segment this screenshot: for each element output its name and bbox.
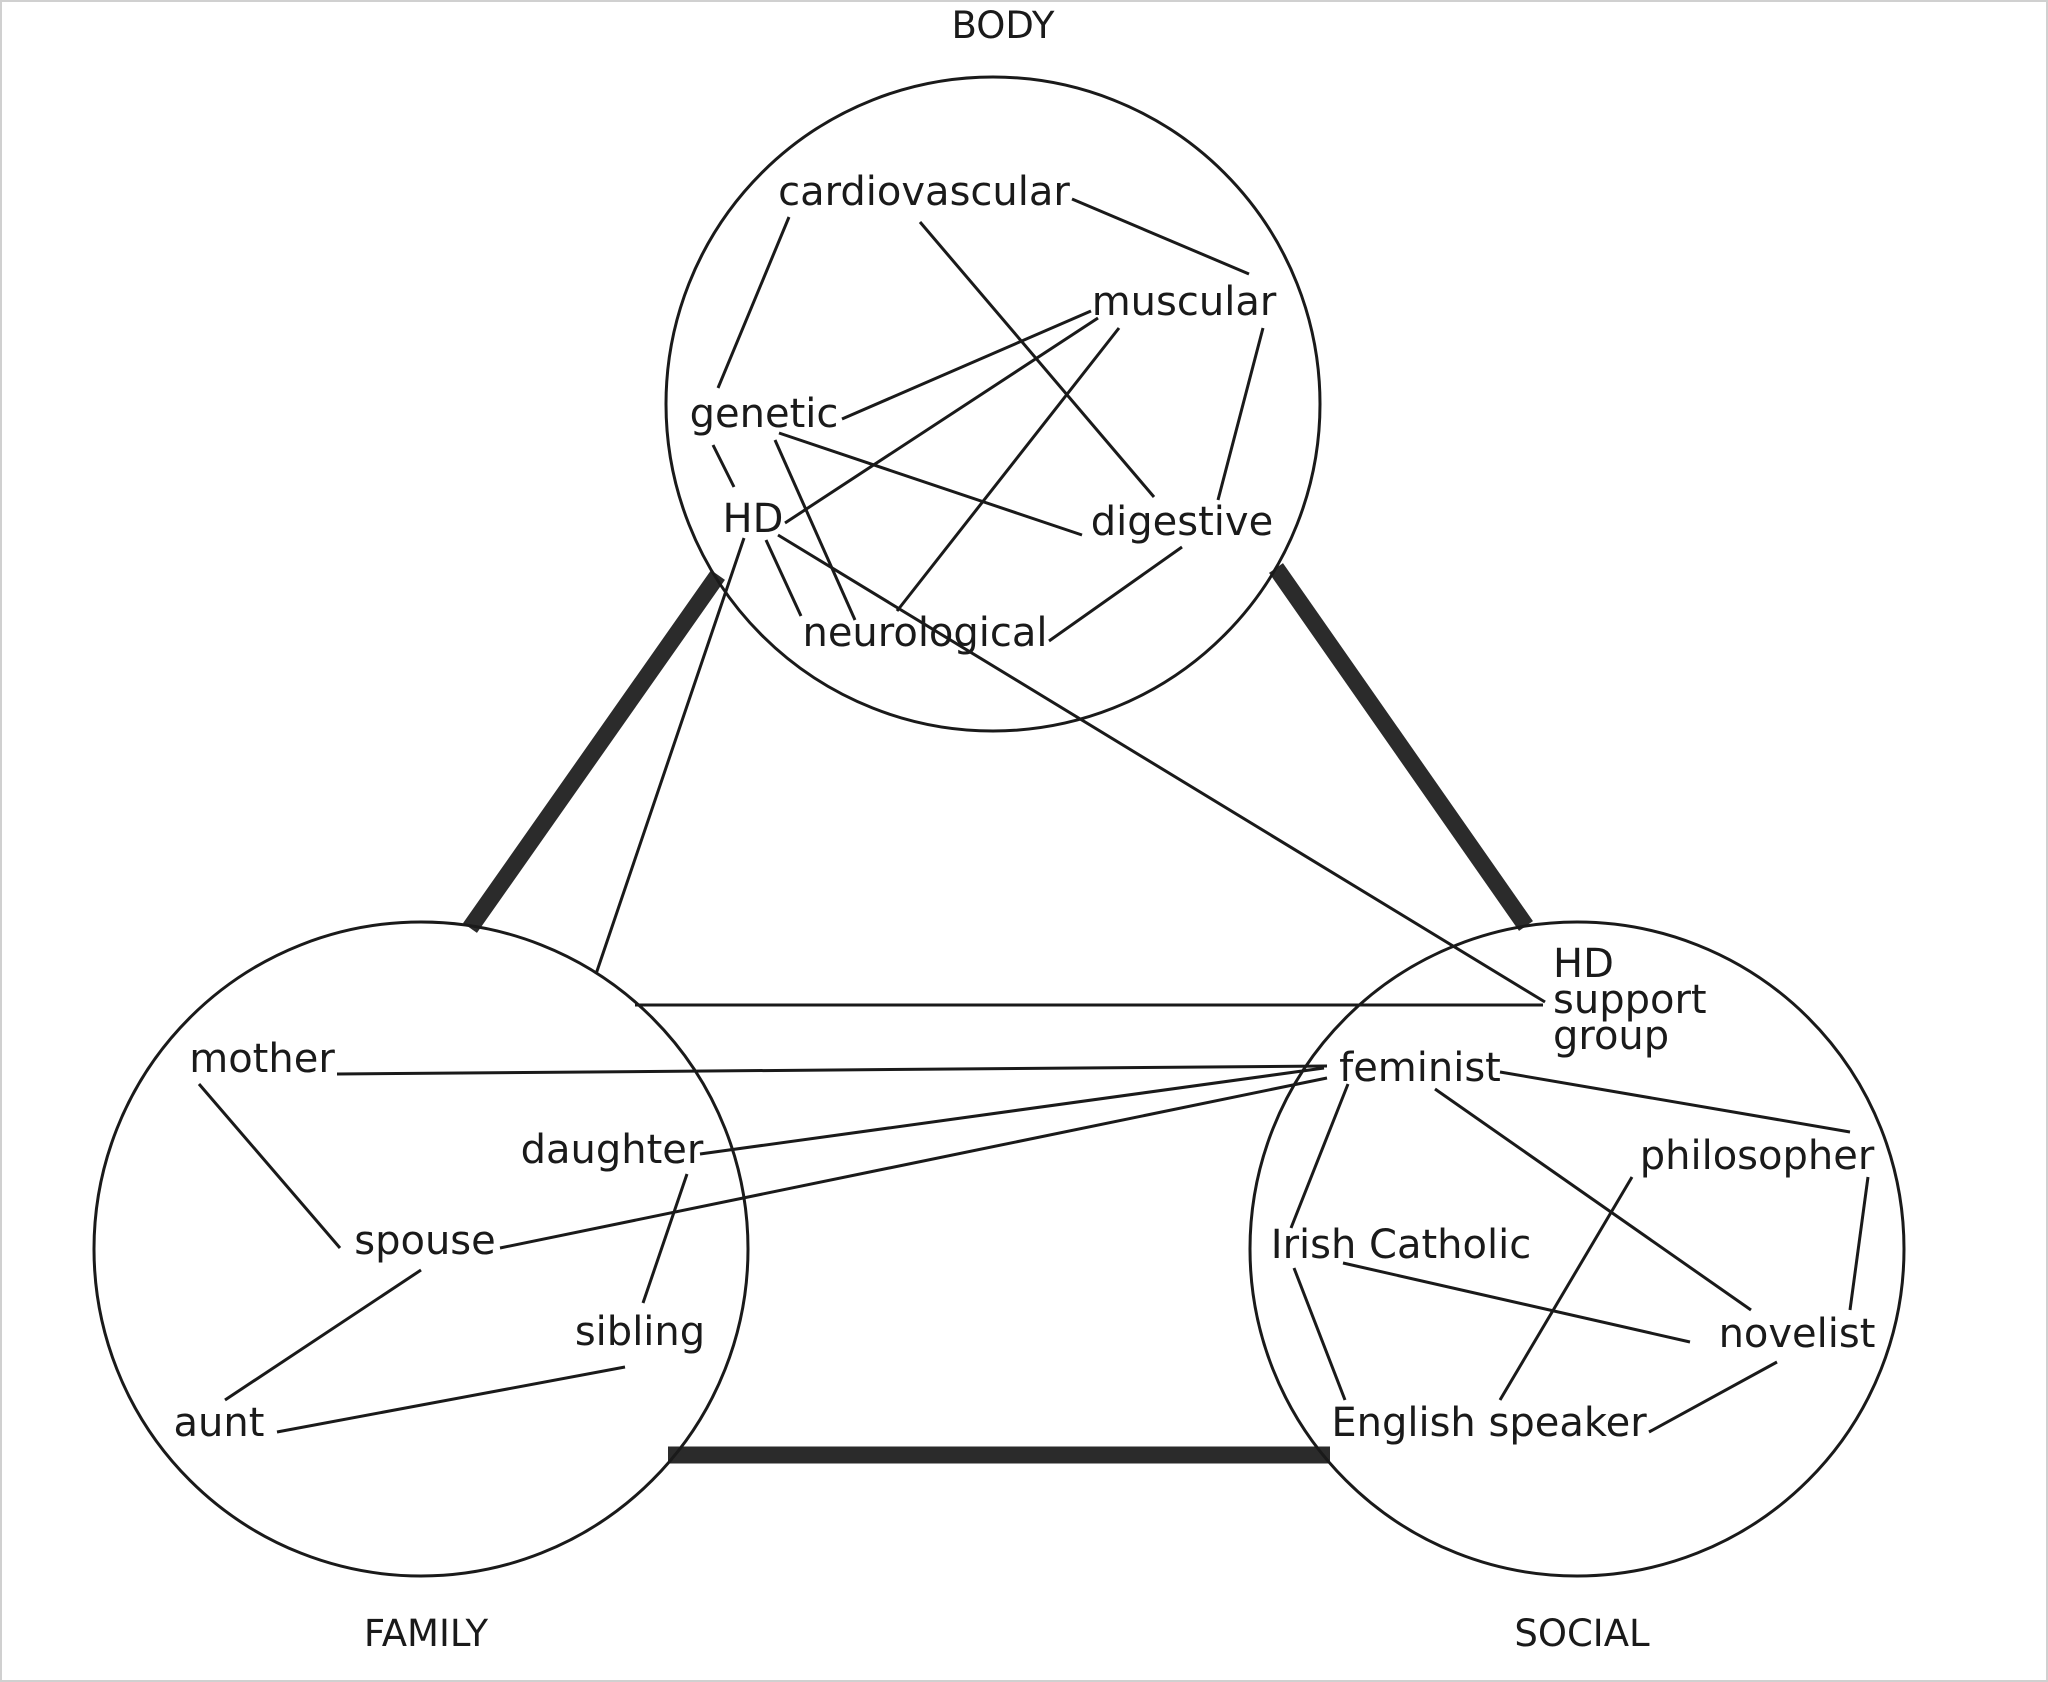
edge-spouse-feminist: [499, 1076, 1328, 1250]
edge-genetic-neurological: [773, 439, 857, 621]
node-aunt: aunt: [174, 1400, 265, 1446]
edge-philosopher-novelist: [1848, 1176, 1870, 1311]
node-daughter: daughter: [521, 1127, 704, 1173]
edge-genetic-hd: [711, 444, 736, 488]
node-hd-support-group: HD support group: [1553, 941, 1707, 1059]
node-digestive: digestive: [1091, 499, 1273, 545]
edge-mother-feminist: [336, 1064, 1328, 1076]
edge-feminist-novelist: [1434, 1087, 1752, 1312]
edge-daughter-feminist: [699, 1066, 1325, 1156]
node-novelist: novelist: [1719, 1311, 1876, 1357]
group-title-social: SOCIAL: [1514, 1612, 1650, 1655]
edge-feminist-irish-catholic: [1289, 1083, 1350, 1229]
node-feminist: feminist: [1339, 1045, 1501, 1091]
social-circle: [1248, 920, 1906, 1578]
node-genetic: genetic: [690, 391, 839, 437]
body-family-connector: [463, 570, 725, 933]
node-english-speaker: English speaker: [1331, 1400, 1647, 1446]
node-irish-catholic: Irish Catholic: [1271, 1222, 1531, 1268]
body-social-connector: [1269, 563, 1533, 931]
edge-daughter-sibling: [641, 1173, 689, 1304]
edge-muscular-neurological: [895, 327, 1121, 612]
edge-sibling-aunt: [276, 1365, 626, 1434]
edge-hd-neurological: [764, 539, 803, 617]
node-hd: HD: [723, 496, 784, 542]
edge-muscular-hd: [784, 316, 1099, 525]
node-philosopher: philosopher: [1640, 1133, 1875, 1179]
edge-muscular-digestive: [1216, 327, 1265, 501]
edge-cardiovascular-muscular: [1071, 197, 1250, 276]
node-mother: mother: [189, 1036, 335, 1082]
edge-irish-catholic-novelist: [1342, 1261, 1691, 1344]
edge-feminist-philosopher: [1499, 1070, 1851, 1134]
node-cardiovascular: cardiovascular: [778, 169, 1070, 215]
node-neurological: neurological: [802, 610, 1047, 656]
edge-novelist-english-speaker: [1648, 1360, 1778, 1434]
edge-genetic-digestive: [778, 431, 1083, 537]
node-hd-support-group-line2: support: [1553, 977, 1707, 1023]
edge-hd-family: [594, 537, 746, 975]
body-circle: [664, 75, 1322, 733]
edge-irish-catholic-english-speaker: [1292, 1267, 1347, 1401]
edge-cardiovascular-genetic: [716, 216, 791, 389]
node-hd-support-group-line3: group: [1553, 1013, 1669, 1059]
node-muscular: muscular: [1092, 279, 1277, 325]
node-spouse: spouse: [354, 1218, 496, 1264]
node-sibling: sibling: [575, 1309, 705, 1355]
edge-muscular-genetic: [841, 309, 1092, 421]
node-hd-support-group-line1: HD: [1553, 941, 1614, 987]
edge-mother-spouse: [197, 1083, 342, 1249]
edge-philosopher-english-speaker: [1498, 1176, 1634, 1401]
family-circle: [92, 920, 750, 1578]
group-title-family: FAMILY: [364, 1612, 489, 1655]
edge-hd-support-group: [777, 533, 1546, 1004]
edge-digestive-neurological: [1048, 545, 1183, 643]
edge-spouse-aunt: [224, 1268, 422, 1402]
group-title-body: BODY: [952, 4, 1055, 47]
